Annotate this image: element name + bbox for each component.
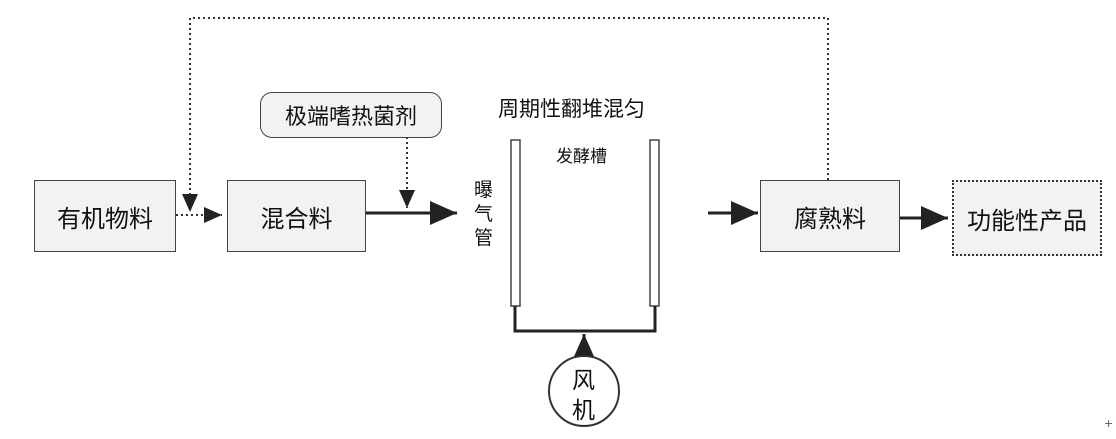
blower-circle [548,355,620,427]
composted-material-label: 腐熟料 [794,204,866,233]
turning-label: 周期性翻堆混匀 [498,97,645,121]
blower-label-line2: 机 [572,398,595,424]
aeration-pipe-left [510,139,521,307]
corner-mark: + [1104,417,1113,430]
functional-product-box: 功能性产品 [952,180,1102,256]
aeration-pipe-right [649,139,660,307]
organic-material-box: 有机物料 [34,180,176,252]
aeration-pipe-label: 曝气管 [474,179,494,249]
organic-material-label: 有机物料 [57,204,153,233]
thermophilic-agent-label: 极端嗜热菌剂 [284,105,417,130]
thermophilic-agent-box: 极端嗜热菌剂 [260,92,442,138]
functional-product-label: 功能性产品 [967,206,1087,235]
recycle-dotted-line [182,17,829,212]
mixture-label: 混合料 [260,204,333,233]
fermentation-tank-label: 发酵槽 [556,147,607,167]
composted-material-box: 腐熟料 [760,180,900,252]
air-manifold [513,306,657,333]
blower-label-line1: 风 [572,368,595,394]
mixture-box: 混合料 [227,180,366,252]
